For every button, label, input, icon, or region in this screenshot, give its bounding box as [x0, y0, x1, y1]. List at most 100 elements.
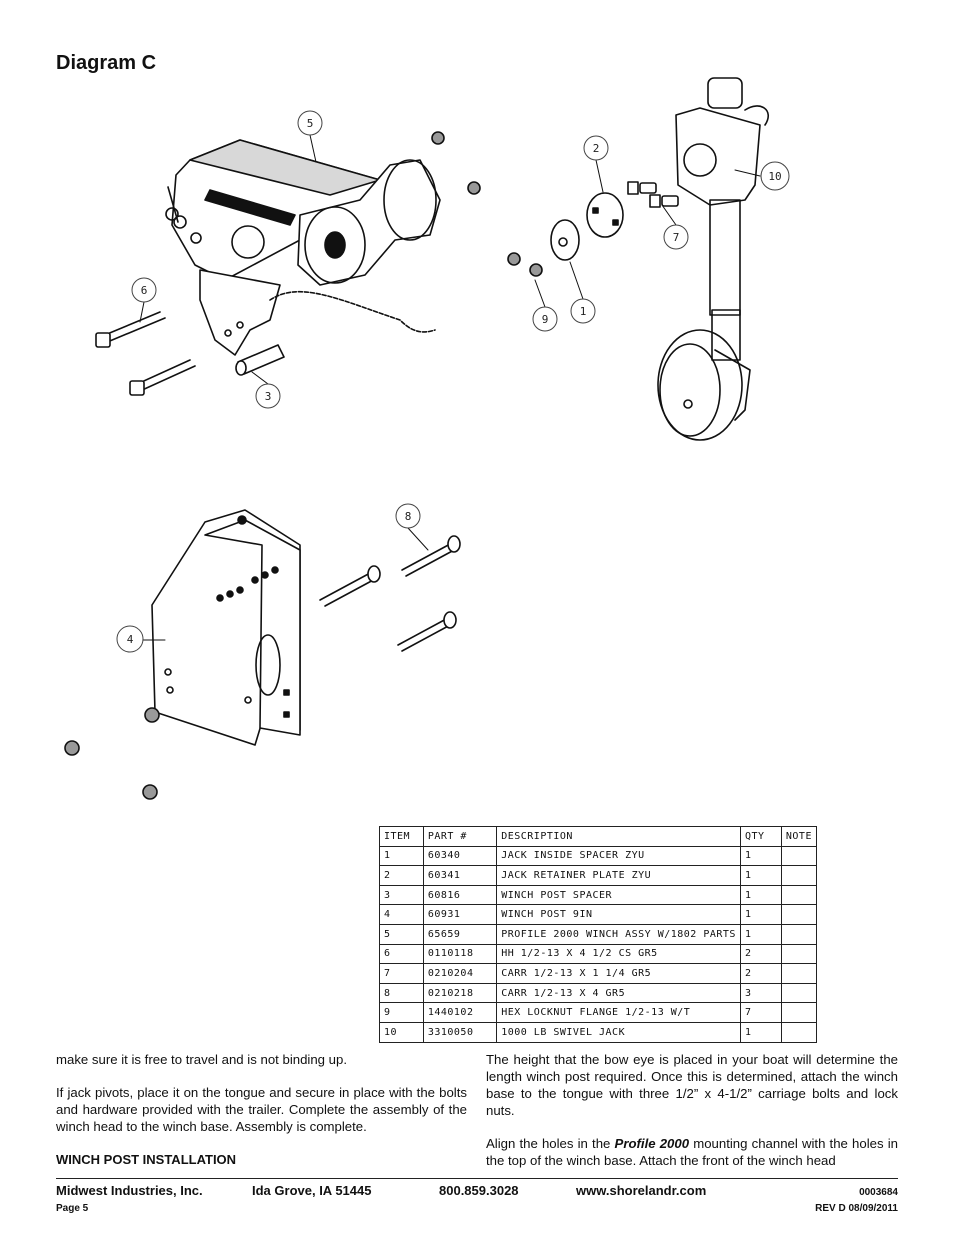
winch-post-illustration	[64, 509, 461, 800]
table-cell: 65659	[422, 923, 498, 945]
table-cell: WINCH POST SPACER	[496, 884, 741, 906]
column-header: PART #	[422, 826, 498, 847]
table-cell	[780, 982, 818, 1004]
callout-label: 1	[580, 305, 587, 318]
callout-label: 3	[265, 390, 272, 403]
table-cell: 1	[739, 904, 782, 925]
table-cell	[780, 963, 818, 984]
table-cell	[780, 865, 818, 886]
table-cell: 4	[379, 904, 424, 925]
table-cell: HEX LOCKNUT FLANGE 1/2-13 W/T	[496, 1002, 741, 1023]
table-cell: 3310050	[422, 1021, 498, 1043]
table-cell: PROFILE 2000 WINCH ASSY W/1802 PARTS	[496, 923, 741, 945]
table-cell: 0110118	[422, 943, 498, 965]
table-cell: 0210218	[422, 982, 498, 1004]
exploded-parts-drawing: 5 2 10 7 9 1 6 3 8 4	[64, 77, 790, 800]
table-cell: 1	[739, 884, 782, 906]
table-cell: CARR 1/2-13 X 1 1/4 GR5	[496, 963, 741, 984]
callout-label: 4	[127, 633, 134, 646]
table-cell: JACK RETAINER PLATE ZYU	[496, 865, 741, 886]
table-cell: 1	[739, 845, 782, 867]
callout-9	[532, 306, 558, 332]
left-text-column: make sure it is free to travel and is no…	[56, 1051, 467, 1168]
column-header: DESCRIPTION	[496, 826, 741, 847]
table-cell: 7	[379, 963, 424, 984]
page-title: Diagram C	[56, 52, 157, 74]
table-cell: 2	[379, 865, 424, 886]
table-cell: 60341	[422, 865, 498, 886]
table-cell: 1000 LB SWIVEL JACK	[496, 1021, 741, 1043]
swivel-jack-illustration	[657, 77, 769, 441]
table-cell: 2	[739, 943, 782, 965]
callout-10	[760, 161, 790, 191]
footer-page-number: Page 5	[56, 1203, 89, 1214]
table-cell	[780, 943, 818, 965]
footer-revision: REV D 08/09/2011	[815, 1203, 898, 1214]
table-cell: 60931	[422, 904, 498, 925]
jack-plates-illustration	[431, 131, 679, 277]
callout-label: 2	[593, 142, 600, 155]
paragraph: The height that the bow eye is placed in…	[486, 1052, 898, 1118]
table-cell: 1440102	[422, 1002, 498, 1023]
table-cell: 2	[739, 963, 782, 984]
table-cell	[780, 923, 818, 945]
table-cell: 3	[739, 982, 782, 1004]
text-run: mounting channel with the holes in the t…	[486, 1136, 898, 1168]
table-cell: 10	[379, 1021, 424, 1043]
table-cell: 60816	[422, 884, 498, 906]
table-cell	[780, 1021, 818, 1043]
callout-label: 8	[405, 510, 412, 523]
footer-doc-number: 0003684	[859, 1187, 898, 1198]
table-cell: 0210204	[422, 963, 498, 984]
right-text-column: The height that the bow eye is placed in…	[486, 1051, 898, 1169]
table-cell: HH 1/2-13 X 4 1/2 CS GR5	[496, 943, 741, 965]
column-header: QTY	[739, 826, 782, 847]
callout-2	[583, 135, 609, 161]
table-cell: 1	[379, 845, 424, 867]
table-header-row: ITEM PART # DESCRIPTION QTY NOTE	[379, 826, 818, 847]
callout-label: 9	[542, 313, 549, 326]
paragraph: make sure it is free to travel and is no…	[56, 1052, 348, 1067]
callout-label: 10	[768, 170, 781, 183]
footer-website: www.shorelandr.com	[576, 1183, 707, 1198]
bolts-6-illustration	[95, 311, 285, 396]
product-name: Profile 2000	[614, 1136, 690, 1151]
table-cell	[780, 1002, 818, 1023]
table-cell: 1	[739, 1021, 782, 1043]
table-cell: JACK INSIDE SPACER ZYU	[496, 845, 741, 867]
table-cell: 1	[739, 865, 782, 886]
table-cell: 3	[379, 884, 424, 906]
paragraph: Align the holes in the Profile 2000 moun…	[486, 1135, 898, 1169]
callout-7	[663, 224, 689, 250]
winch-assembly-illustration	[165, 139, 441, 356]
table-cell: 6	[379, 943, 424, 965]
table-cell: 8	[379, 982, 424, 1004]
paragraph: If jack pivots, place it on the tongue a…	[56, 1085, 467, 1134]
table-cell: 9	[379, 1002, 424, 1023]
callout-8	[395, 503, 421, 529]
footer-divider	[56, 1178, 898, 1179]
table-cell	[780, 845, 818, 867]
table-cell: 1	[739, 923, 782, 945]
table-cell: WINCH POST 9IN	[496, 904, 741, 925]
callout-1	[570, 298, 596, 324]
table-cell: 7	[739, 1002, 782, 1023]
footer-city: Ida Grove, IA 51445	[252, 1183, 372, 1198]
table-cell: 60340	[422, 845, 498, 867]
callout-6	[131, 277, 157, 303]
callout-4	[116, 625, 144, 653]
footer-phone: 800.859.3028	[439, 1183, 519, 1198]
table-cell: CARR 1/2-13 X 4 GR5	[496, 982, 741, 1004]
callout-label: 5	[307, 117, 314, 130]
